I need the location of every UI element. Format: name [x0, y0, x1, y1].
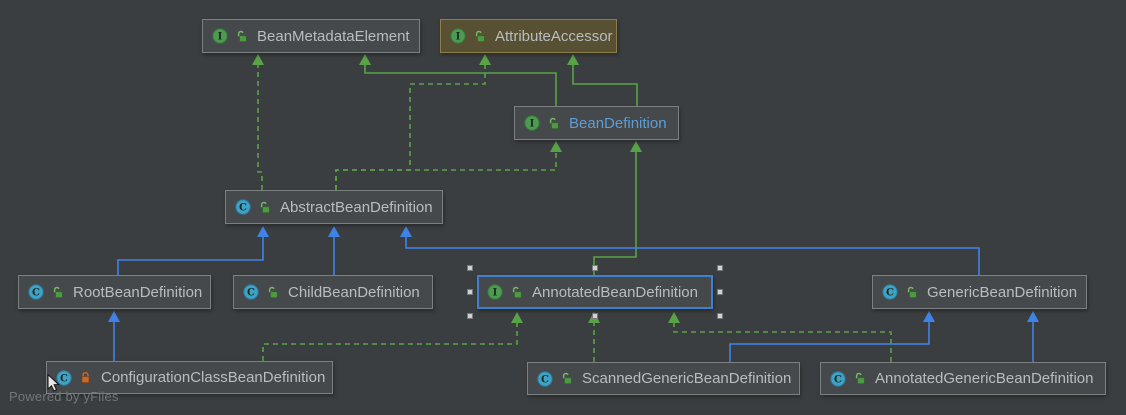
- lock-open-icon: [235, 30, 248, 43]
- lock-open-icon: [547, 117, 560, 130]
- node-label: AnnotatedBeanDefinition: [532, 283, 698, 301]
- svg-text:I: I: [456, 32, 461, 43]
- lock-open-icon: [853, 372, 866, 385]
- node-bean-definition[interactable]: I BeanDefinition: [514, 106, 679, 140]
- selection-handle[interactable]: [717, 313, 723, 319]
- lock-open-icon: [905, 286, 918, 299]
- arrowhead-icon: [252, 54, 264, 65]
- interface-icon: I: [212, 28, 228, 44]
- selection-handle[interactable]: [592, 313, 598, 319]
- edge-annotated-bean-definition-extends-bean-definition[interactable]: [593, 141, 642, 275]
- edge-configuration-class-bean-definition-extends-root-bean-definition[interactable]: [108, 311, 120, 361]
- svg-text:I: I: [218, 32, 223, 43]
- node-configuration-class-bean-definition[interactable]: C ConfigurationClassBeanDefinition: [46, 361, 333, 394]
- svg-text:C: C: [886, 288, 894, 299]
- edge-child-bean-definition-extends-abstract-bean-definition[interactable]: [328, 226, 340, 275]
- edge-abstract-bean-definition-implements-bean-metadata-element[interactable]: [252, 54, 264, 190]
- svg-text:C: C: [60, 373, 68, 384]
- yfiles-watermark: Powered by yFiles: [9, 389, 119, 404]
- node-label: BeanMetadataElement: [257, 27, 410, 45]
- svg-text:C: C: [239, 203, 247, 214]
- selection-handle[interactable]: [467, 313, 473, 319]
- interface-icon: I: [487, 284, 503, 300]
- edge-annotated-generic-bean-definition-extends-generic-bean-definition[interactable]: [1027, 311, 1039, 362]
- class-icon: C: [28, 284, 44, 300]
- selection-handle[interactable]: [467, 265, 473, 271]
- mouse-cursor-icon: [46, 373, 62, 397]
- class-icon: C: [882, 284, 898, 300]
- edge-generic-bean-definition-extends-abstract-bean-definition[interactable]: [400, 226, 980, 275]
- node-annotated-generic-bean-definition[interactable]: C AnnotatedGenericBeanDefinition: [820, 362, 1106, 395]
- node-label: AttributeAccessor: [495, 27, 613, 45]
- lock-open-icon: [510, 286, 523, 299]
- node-bean-metadata-element[interactable]: I BeanMetadataElement: [202, 19, 420, 53]
- svg-text:C: C: [247, 288, 255, 299]
- node-attribute-accessor[interactable]: I AttributeAccessor: [440, 19, 617, 53]
- node-annotated-bean-definition[interactable]: I AnnotatedBeanDefinition: [477, 275, 713, 309]
- svg-text:I: I: [530, 119, 535, 130]
- edge-scanned-generic-bean-definition-implements-annotated-bean-definition[interactable]: [588, 312, 600, 362]
- node-label: GenericBeanDefinition: [927, 283, 1078, 301]
- arrowhead-icon: [550, 141, 562, 152]
- node-label: ScannedGenericBeanDefinition: [582, 370, 792, 387]
- svg-text:C: C: [541, 374, 549, 385]
- edge-root-bean-definition-extends-abstract-bean-definition[interactable]: [117, 226, 269, 275]
- class-icon: C: [830, 370, 846, 387]
- lock-open-icon: [266, 286, 279, 299]
- lock-open-icon: [560, 372, 573, 385]
- selection-handle[interactable]: [592, 265, 598, 271]
- node-label: ChildBeanDefinition: [288, 283, 420, 301]
- edge-abstract-bean-definition-implements-bean-definition[interactable]: [335, 141, 562, 190]
- svg-text:I: I: [493, 288, 498, 299]
- selection-handle[interactable]: [467, 289, 473, 295]
- node-label: BeanDefinition: [569, 114, 667, 132]
- arrowhead-icon: [359, 54, 371, 65]
- edge-bean-definition-extends-bean-metadata-element[interactable]: [359, 54, 557, 106]
- arrowhead-icon: [257, 226, 269, 237]
- node-abstract-bean-definition[interactable]: C AbstractBeanDefinition: [225, 190, 443, 224]
- interface-icon: I: [524, 115, 540, 131]
- selection-handle[interactable]: [717, 289, 723, 295]
- selection-handle[interactable]: [717, 265, 723, 271]
- edge-bean-definition-extends-attribute-accessor[interactable]: [567, 54, 638, 106]
- class-icon: C: [537, 370, 553, 387]
- class-icon: C: [56, 369, 72, 386]
- arrowhead-icon: [479, 54, 491, 65]
- lock-open-icon: [473, 30, 486, 43]
- lock-open-icon: [51, 286, 64, 299]
- lock-open-icon: [258, 201, 271, 214]
- arrowhead-icon: [668, 312, 680, 323]
- node-label: RootBeanDefinition: [73, 283, 203, 301]
- class-icon: C: [243, 284, 259, 300]
- arrowhead-icon: [108, 311, 120, 322]
- lock-closed-icon: [79, 371, 92, 384]
- svg-text:C: C: [834, 374, 842, 385]
- node-child-bean-definition[interactable]: C ChildBeanDefinition: [233, 275, 433, 309]
- edge-scanned-generic-bean-definition-extends-generic-bean-definition[interactable]: [729, 311, 935, 362]
- arrowhead-icon: [923, 311, 935, 322]
- arrowhead-icon: [511, 312, 523, 323]
- interface-icon: I: [450, 28, 466, 44]
- node-scanned-generic-bean-definition[interactable]: C ScannedGenericBeanDefinition: [527, 362, 800, 395]
- arrowhead-icon: [630, 141, 642, 152]
- edge-annotated-generic-bean-definition-implements-annotated-bean-definition[interactable]: [668, 312, 892, 362]
- edge-configuration-class-bean-definition-implements-annotated-bean-definition[interactable]: [262, 312, 523, 361]
- arrowhead-icon: [567, 54, 579, 65]
- svg-text:C: C: [32, 288, 40, 299]
- arrowhead-icon: [400, 226, 412, 237]
- node-label: AbstractBeanDefinition: [280, 198, 433, 216]
- node-root-bean-definition[interactable]: C RootBeanDefinition: [18, 275, 211, 309]
- arrowhead-icon: [1027, 311, 1039, 322]
- arrowhead-icon: [328, 226, 340, 237]
- node-generic-bean-definition[interactable]: C GenericBeanDefinition: [872, 275, 1087, 309]
- node-label: ConfigurationClassBeanDefinition: [101, 369, 326, 386]
- node-label: AnnotatedGenericBeanDefinition: [875, 370, 1094, 387]
- class-icon: C: [235, 199, 251, 215]
- edge-abstract-bean-definition-implements-attribute-accessor[interactable]: [335, 54, 491, 190]
